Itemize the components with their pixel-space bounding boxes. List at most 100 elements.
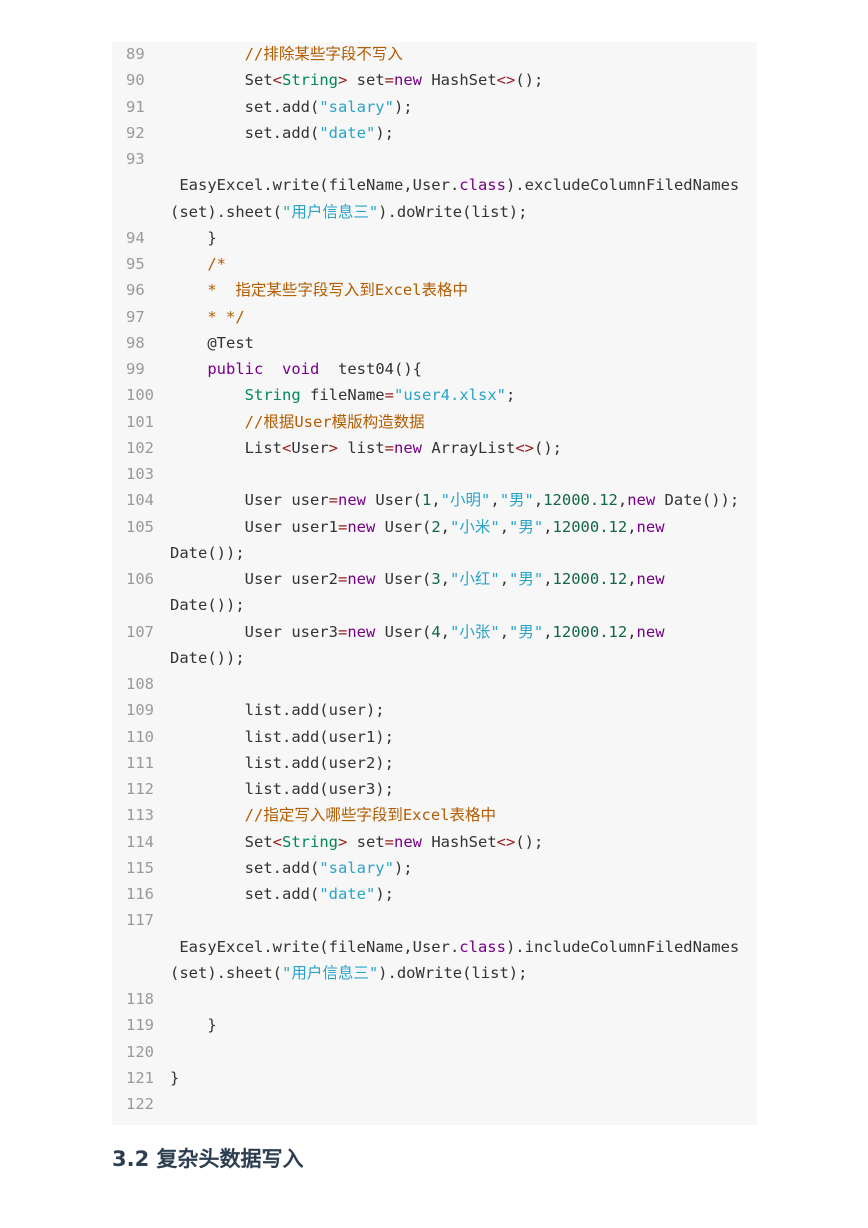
code-line: * 指定某些字段写入到Excel表格中 xyxy=(170,280,468,300)
code-token: new xyxy=(337,491,366,510)
code-token: new xyxy=(347,570,376,588)
code-token: 12000.12 xyxy=(552,622,628,641)
code-line: } xyxy=(170,1068,179,1088)
code-token: User user xyxy=(170,491,329,510)
code-line: //指定写入哪些字段到Excel表格中 xyxy=(170,805,496,825)
line-number: 91 xyxy=(126,97,145,116)
code-token: test04(){ xyxy=(319,360,422,378)
code-token: fileName xyxy=(300,386,385,405)
code-line: @Test xyxy=(170,333,254,353)
code-token: } xyxy=(170,1068,180,1087)
code-token: = xyxy=(384,386,394,405)
code-token: new xyxy=(347,622,376,641)
line-number: 109 xyxy=(126,701,154,720)
code-token: @Test xyxy=(170,333,254,352)
code-token: Set xyxy=(170,832,273,851)
line-number: 110 xyxy=(126,727,154,746)
code-token: , xyxy=(627,622,637,641)
code-token: (set).sheet( xyxy=(170,963,282,982)
code-token: Date()); xyxy=(655,491,740,510)
code-token: void xyxy=(282,360,320,378)
code-token: new xyxy=(627,491,656,510)
code-token: //根据User模版构造数据 xyxy=(170,412,425,431)
code-token: , xyxy=(499,517,510,536)
code-line: User user=new User(1,"小明","男",12000.12,n… xyxy=(170,490,740,510)
code-token: list xyxy=(338,438,385,457)
code-token: new xyxy=(636,570,665,588)
code-line: * */ xyxy=(170,307,244,327)
code-token: } xyxy=(170,228,217,247)
line-number: 100 xyxy=(126,386,154,405)
code-token: > xyxy=(328,438,338,457)
code-token: HashSet xyxy=(422,832,497,851)
code-token: <> xyxy=(496,832,516,851)
code-token: , xyxy=(440,622,451,641)
line-number: 92 xyxy=(126,123,145,142)
code-token: 12000.12 xyxy=(552,517,628,536)
code-line: EasyExcel.write(fileName,User.class).exc… xyxy=(170,175,739,195)
code-token: User user3 xyxy=(170,622,338,641)
code-token: Date()); xyxy=(170,648,245,667)
code-line: Date()); xyxy=(170,543,245,563)
code-token: public xyxy=(170,360,264,378)
line-number: 108 xyxy=(126,675,154,693)
code-token: EasyExcel.write(fileName,User. xyxy=(170,937,460,956)
line-number: 118 xyxy=(126,990,154,1008)
code-token: new xyxy=(636,622,665,641)
code-token: "小米" xyxy=(450,517,500,536)
code-token: ); xyxy=(393,858,413,877)
code-line: list.add(user2); xyxy=(170,753,394,773)
code-token: , xyxy=(617,491,628,510)
code-token: /* xyxy=(170,255,226,273)
code-token: new xyxy=(636,517,665,536)
code-line: set.add("date"); xyxy=(170,884,394,904)
code-line: User user3=new User(4,"小张","男",12000.12,… xyxy=(170,622,665,642)
line-number: 113 xyxy=(126,806,154,825)
code-token: "小张" xyxy=(450,622,500,641)
code-token: ).excludeColumnFiledNames xyxy=(505,176,740,195)
code-token: , xyxy=(543,622,553,641)
code-token: , xyxy=(533,491,544,510)
line-number: 112 xyxy=(126,780,154,798)
code-token: Date()); xyxy=(170,596,245,615)
line-number: 103 xyxy=(126,465,154,483)
code-token: , xyxy=(440,570,451,588)
code-token: (); xyxy=(515,71,544,90)
line-number: 121 xyxy=(126,1068,154,1087)
section-heading: 3.2 复杂头数据写入 xyxy=(112,1147,304,1171)
code-token: User( xyxy=(375,570,432,588)
line-number: 120 xyxy=(126,1042,154,1061)
code-token: List xyxy=(170,438,282,457)
line-number: 117 xyxy=(126,911,154,930)
code-token: , xyxy=(499,570,510,588)
code-token: 2 xyxy=(431,517,441,536)
code-token: set xyxy=(347,832,385,851)
code-line: set.add("date"); xyxy=(170,123,394,143)
line-number: 89 xyxy=(126,45,145,63)
code-token: (set).sheet( xyxy=(170,202,282,221)
code-token: "date" xyxy=(319,885,376,903)
line-number: 116 xyxy=(126,885,154,903)
code-token: = xyxy=(384,71,395,90)
code-token: 12000.12 xyxy=(552,570,628,588)
code-line: } xyxy=(170,1015,217,1035)
code-token: "date" xyxy=(319,123,376,142)
code-token: = xyxy=(384,832,395,851)
code-token: 1 xyxy=(421,491,432,510)
code-token: User( xyxy=(375,622,432,641)
line-number: 94 xyxy=(126,228,145,247)
code-token: } xyxy=(170,1016,217,1035)
code-token: = xyxy=(384,438,395,457)
line-number: 98 xyxy=(126,333,145,352)
code-token: new xyxy=(394,438,423,457)
code-token: "小红" xyxy=(450,570,500,588)
line-number: 99 xyxy=(126,360,145,378)
code-token: "小明" xyxy=(440,491,491,510)
code-token: = xyxy=(328,491,338,510)
code-token: list.add(user1); xyxy=(170,727,394,746)
code-token: //指定写入哪些字段到Excel表格中 xyxy=(170,806,496,825)
code-token: String xyxy=(170,386,301,405)
code-token: list.add(user2); xyxy=(170,753,394,772)
code-token: "用户信息三" xyxy=(281,963,379,982)
line-number: 105 xyxy=(126,517,154,536)
